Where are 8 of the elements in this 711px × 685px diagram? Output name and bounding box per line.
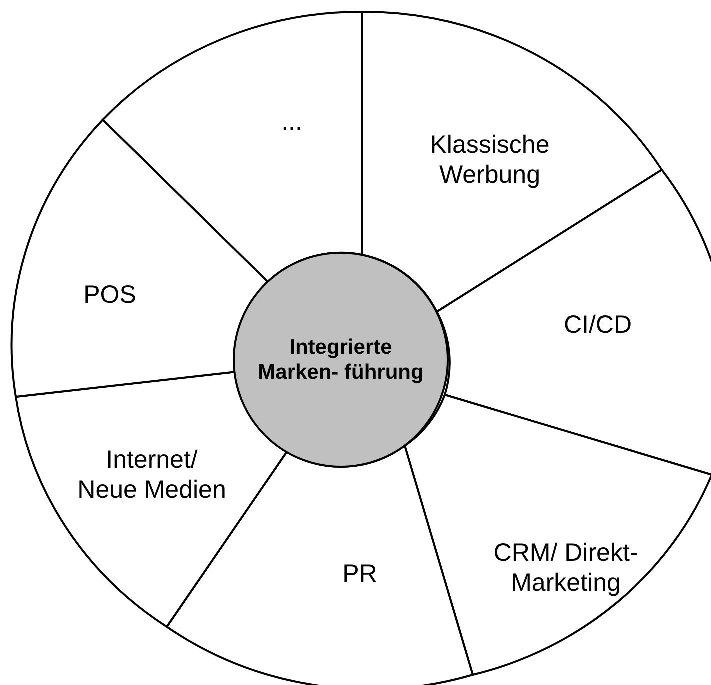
segment-label: CI/CD: [562, 310, 634, 340]
center-label: Integrierte Marken- führung: [257, 334, 425, 386]
segment-label: POS: [82, 280, 138, 310]
segment-label: Klassische Werbung: [429, 130, 551, 190]
segment-label: CRM/ Direkt- Marketing: [492, 538, 640, 598]
segment-label: PR: [342, 559, 378, 589]
segment-label: Internet/ Neue Medien: [77, 445, 227, 505]
segment-label: ...: [280, 107, 304, 137]
